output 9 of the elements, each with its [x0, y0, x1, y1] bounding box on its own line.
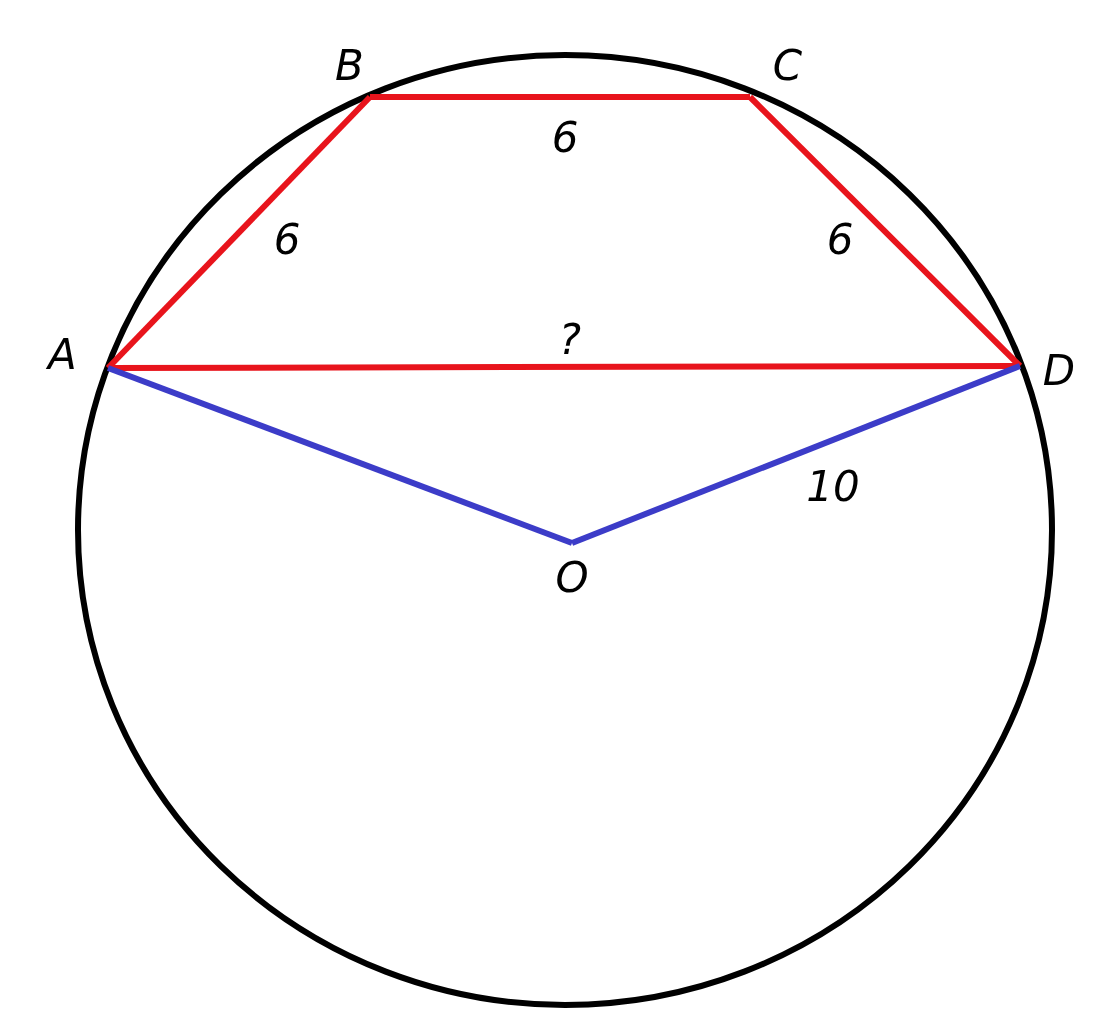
- point-label: O: [555, 557, 589, 599]
- line-segment: [370, 94, 750, 100]
- line-segment: [570, 363, 1022, 546]
- point-label: D: [1042, 350, 1075, 392]
- line-segment: [105, 94, 373, 371]
- point-label: B: [335, 45, 364, 87]
- point-label: C: [772, 45, 802, 87]
- line-segment: [106, 365, 574, 546]
- point-label: A: [48, 334, 77, 376]
